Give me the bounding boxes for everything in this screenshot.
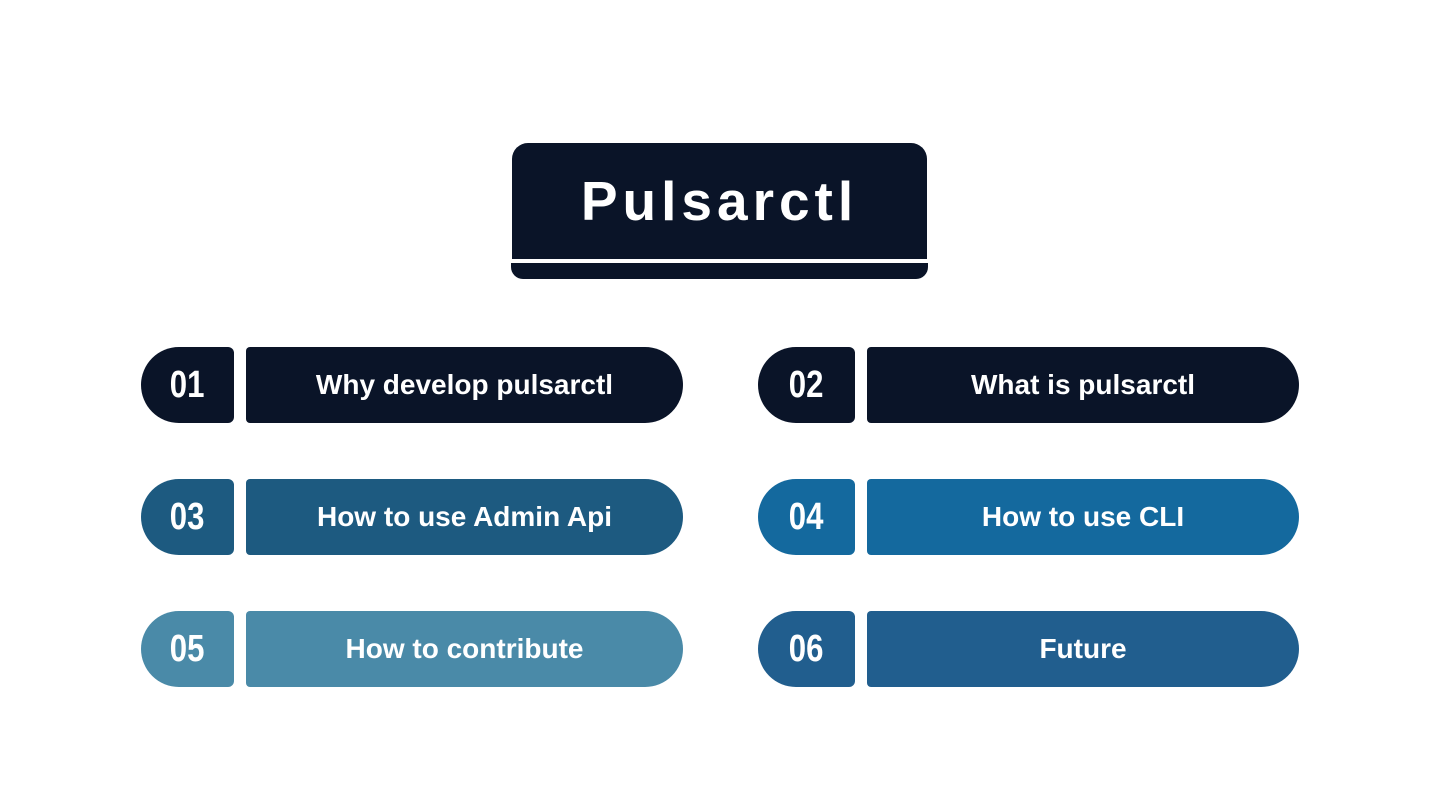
agenda-item-divider xyxy=(234,479,246,555)
agenda-item-label: How to use Admin Api xyxy=(316,501,613,532)
agenda-item-number-badge: 04 xyxy=(758,479,855,555)
agenda-item-number: 01 xyxy=(170,364,205,406)
agenda-item-06[interactable]: 06 Future xyxy=(758,611,1299,687)
agenda-item-label-block[interactable]: How to use CLI xyxy=(867,479,1299,555)
agenda-item-number: 05 xyxy=(170,628,205,670)
agenda-item-label-block[interactable]: Future xyxy=(867,611,1299,687)
agenda-list: 01 Why develop pulsarctl 02 What is pulsarc… xyxy=(0,347,1440,687)
agenda-item-divider xyxy=(855,347,867,423)
slide-title-block: Pulsarctl xyxy=(511,143,928,279)
agenda-item-divider xyxy=(234,611,246,687)
page-title: Pulsarctl xyxy=(580,169,859,232)
agenda-item-number: 06 xyxy=(789,628,824,670)
title-box: Pulsarctl xyxy=(512,143,927,259)
agenda-item-label-block[interactable]: How to use Admin Api xyxy=(246,479,683,555)
agenda-item-number-badge: 01 xyxy=(141,347,234,423)
agenda-item-number-badge: 02 xyxy=(758,347,855,423)
agenda-item-number-badge: 06 xyxy=(758,611,855,687)
agenda-item-label: What is pulsarctl xyxy=(970,369,1196,400)
agenda-item-number: 04 xyxy=(789,496,824,538)
agenda-item-number-badge: 05 xyxy=(141,611,234,687)
title-shadow-bar xyxy=(511,263,928,279)
agenda-item-number-badge: 03 xyxy=(141,479,234,555)
agenda-item-divider xyxy=(234,347,246,423)
agenda-item-label: Why develop pulsarctl xyxy=(315,369,614,400)
agenda-item-label: How to contribute xyxy=(345,633,584,664)
agenda-item-label: Future xyxy=(1039,633,1127,664)
agenda-item-divider xyxy=(855,479,867,555)
agenda-item-label-block[interactable]: How to contribute xyxy=(246,611,683,687)
agenda-item-number: 03 xyxy=(170,496,205,538)
agenda-item-04[interactable]: 04 How to use CLI xyxy=(758,479,1299,555)
agenda-item-divider xyxy=(855,611,867,687)
agenda-item-label: How to use CLI xyxy=(981,501,1185,532)
agenda-item-02[interactable]: 02 What is pulsarctl xyxy=(758,347,1299,423)
agenda-item-label-block[interactable]: Why develop pulsarctl xyxy=(246,347,683,423)
agenda-item-number: 02 xyxy=(789,364,824,406)
agenda-item-label-block[interactable]: What is pulsarctl xyxy=(867,347,1299,423)
agenda-item-05[interactable]: 05 How to contribute xyxy=(141,611,683,687)
agenda-item-03[interactable]: 03 How to use Admin Api xyxy=(141,479,683,555)
agenda-item-01[interactable]: 01 Why develop pulsarctl xyxy=(141,347,683,423)
